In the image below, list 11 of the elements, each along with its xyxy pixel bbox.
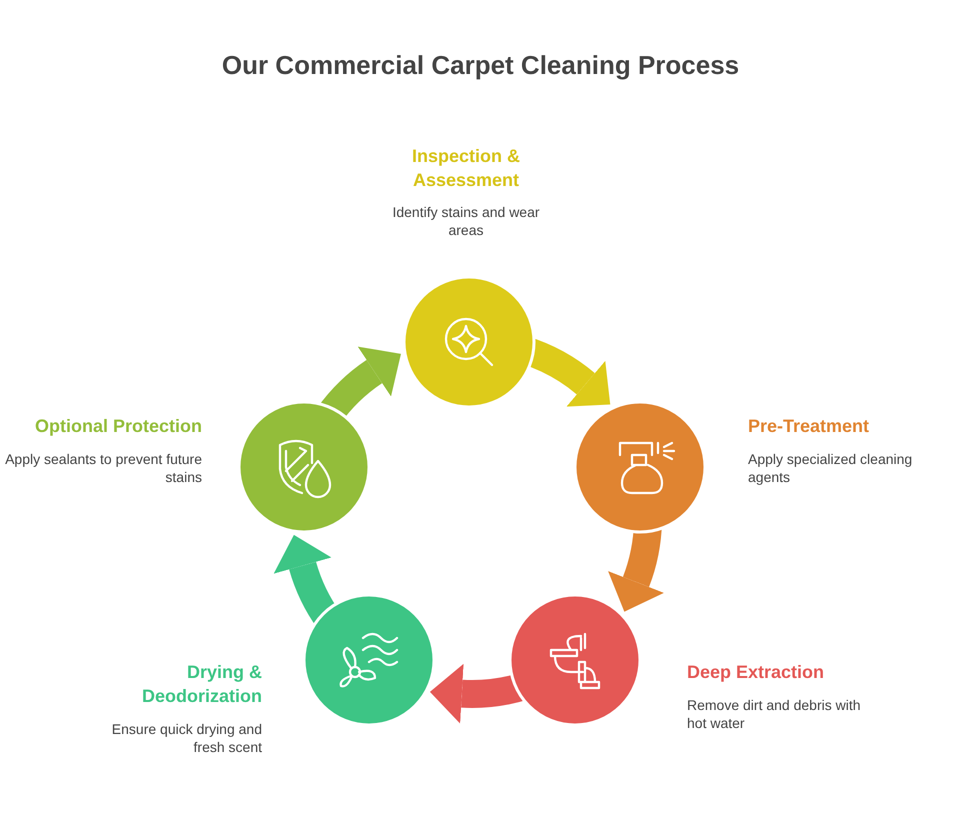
step-description: Apply sealants to prevent future stains [4, 450, 202, 486]
step-description: Remove dirt and debris with hot water [687, 696, 862, 732]
step-heading: Pre-Treatment [748, 415, 870, 438]
step-heading: Deep Extraction [687, 661, 826, 684]
title: Our Commercial Carpet Cleaning Process [220, 50, 740, 81]
step-heading: Drying & Deodorization [141, 661, 262, 708]
step-heading: Inspection & Assessment [410, 145, 521, 192]
step-heading: Optional Protection [34, 415, 202, 438]
step-description: Apply specialized cleaning agents [748, 450, 914, 486]
step-description: Identify stains and wear areas [391, 203, 541, 239]
step-description: Ensure quick drying and fresh scent [110, 720, 262, 756]
